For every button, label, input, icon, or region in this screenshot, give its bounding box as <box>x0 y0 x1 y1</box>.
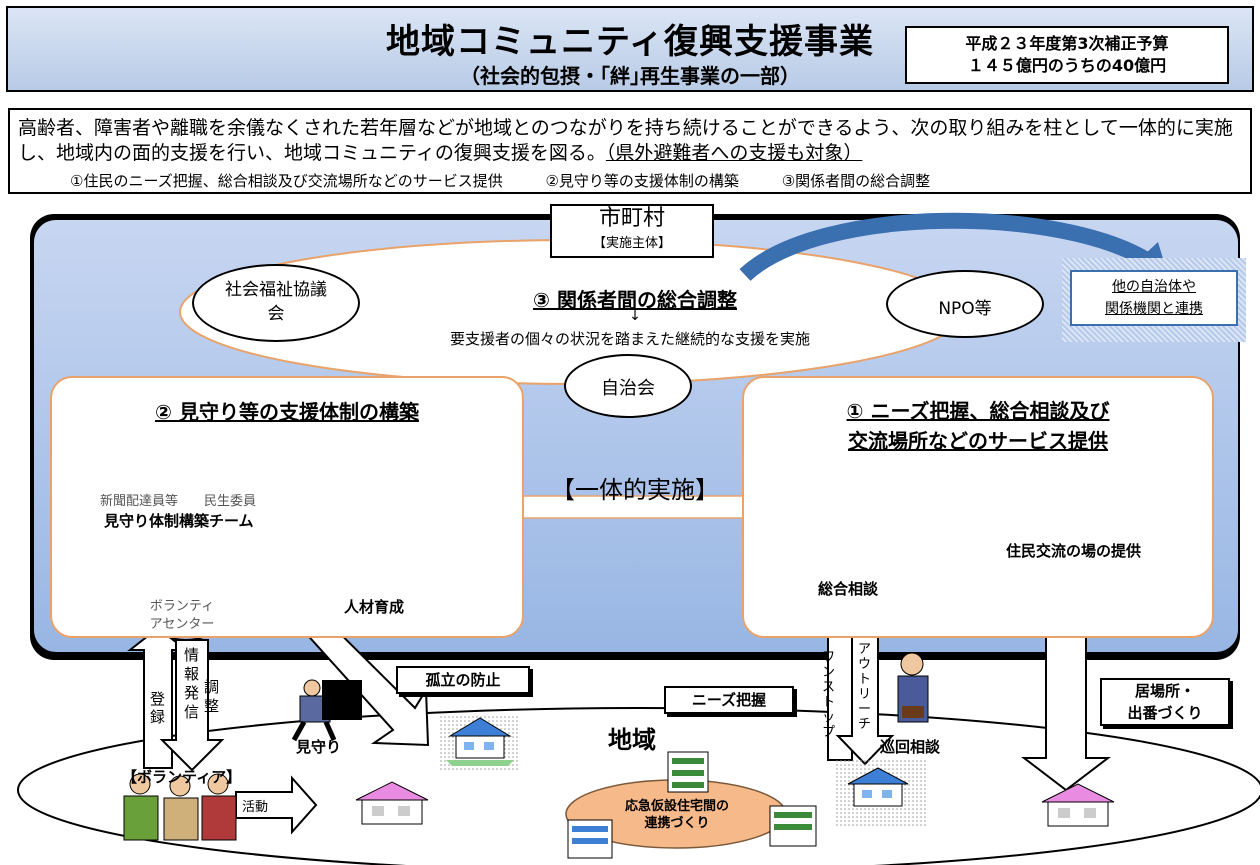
intro-box <box>8 108 1252 194</box>
right-box-title-2: 交流場所などのサービス提供 <box>848 429 1108 453</box>
intro-underlined: （県外避難者への支援も対象） <box>605 142 863 164</box>
page-subtitle: （社会的包摂・｢絆｣再生事業の一部） <box>460 64 800 88</box>
left-box-title: ② 見守り等の支援体制の構築 <box>155 400 419 424</box>
volunteers-illustration <box>123 773 237 841</box>
building-icon <box>667 751 709 793</box>
house-icon <box>1041 783 1115 827</box>
integrated-label: 【一体的実施】 <box>551 476 719 504</box>
place-line-2: 出番づくり <box>1127 704 1203 722</box>
welfare-commissioner-label: 民生委員 <box>204 494 257 509</box>
watcher-icon <box>291 679 362 742</box>
implementing-label: 【実施主体】 <box>592 236 671 251</box>
onestop-label: ワンストップ <box>822 650 836 740</box>
temp-housing-label: 応急仮設住宅間の 連携づくり <box>612 798 742 832</box>
pillar-1: ①住民のニーズ把握、総合相談及び交流場所などのサービス提供 <box>70 172 503 190</box>
municipality-box: 市町村 【実施主体】 <box>550 204 714 258</box>
place-tag: 居場所・ 出番づくり <box>1100 678 1230 726</box>
isolation-tag: 孤立の防止 <box>396 666 530 694</box>
coordination-desc: 要支援者の個々の状況を踏まえた継続的な支援を実施 <box>449 330 810 348</box>
partner-arrow <box>739 212 1155 282</box>
right-box-title-1: ① ニーズ把握、総合相談及び <box>846 399 1110 423</box>
budget-line-1: 平成２３年度第3次補正予算 <box>965 34 1169 53</box>
info-arrow <box>159 639 225 772</box>
exchange-label: 住民交流の場の提供 <box>1006 542 1142 560</box>
outreach-arrow <box>835 635 895 766</box>
page-title: 地域コミュニティ復興支援事業 <box>386 22 874 62</box>
right-box <box>742 376 1214 638</box>
budget-box: 平成２３年度第3次補正予算 １４５億円のうちの40億円 <box>905 26 1229 84</box>
building-icon <box>769 805 817 847</box>
training-label: 人材育成 <box>344 598 405 616</box>
temp-housing-line-1: 応急仮設住宅間の <box>624 799 729 814</box>
consultation-label: 総合相談 <box>818 580 879 598</box>
building-icon <box>567 819 613 859</box>
volunteer-label: 【ボランティア】 <box>122 768 242 786</box>
needs-tag: ニーズ把握 <box>664 686 794 714</box>
watch-label: 見守り <box>296 738 342 756</box>
activity-arrow <box>235 775 318 835</box>
place-line-1: 居場所・ <box>1134 682 1195 700</box>
volunteer-center-label: ボランティアセンター <box>149 599 215 632</box>
register-label: 登録 <box>150 690 166 726</box>
coordination-title: ③ 関係者間の総合調整 <box>533 288 737 312</box>
npo-ellipse: NPO等 <box>886 270 1044 338</box>
left-box <box>50 376 524 638</box>
adjust-label: 調整 <box>204 678 220 715</box>
social-welfare-ellipse: 社会福祉協議会 <box>192 264 360 342</box>
outreach-label: アウトリーチ <box>858 642 872 732</box>
intro-main: 高齢者、障害者や離職を余儀なくされた若年層などが地域とのつながりを持ち続けること… <box>18 117 1233 164</box>
newspaper-label: 新聞配達員等 <box>100 494 179 509</box>
house-icon <box>355 781 429 825</box>
pillar-2: ②見守り等の支援体制の構築 <box>545 172 739 190</box>
temp-housing-line-2: 連携づくり <box>644 816 710 831</box>
patrol-label: 巡回相談 <box>880 738 941 756</box>
coordination-arrow: ↓ <box>629 308 641 324</box>
intro-text: 高齢者、障害者や離職を余儀なくされた若年層などが地域とのつながりを持ち続けること… <box>18 116 1246 166</box>
partner-box: 他の自治体や 関係機関と連携 <box>1070 270 1238 326</box>
partner-line-2: 関係機関と連携 <box>1105 301 1203 317</box>
partner-line-1: 他の自治体や <box>1112 279 1196 295</box>
region-label: 地域 <box>608 726 656 754</box>
budget-line-2: １４５億円のうちの40億円 <box>967 56 1167 75</box>
pillar-list: ①住民のニーズ把握、総合相談及び交流場所などのサービス提供 ②見守り等の支援体制… <box>70 170 1250 191</box>
municipality-label: 市町村 <box>598 206 665 231</box>
neighborhood-ellipse: 自治会 <box>564 354 692 418</box>
house-icon <box>446 717 514 766</box>
pillar-3: ③関係者間の総合調整 <box>781 172 931 190</box>
activity-label: 活動 <box>242 800 269 815</box>
team-label: 見守り体制構築チーム <box>104 512 254 530</box>
house-icon <box>847 767 909 807</box>
patrol-consultant-icon <box>897 652 929 723</box>
right-box-title: ① ニーズ把握、総合相談及び 交流場所などのサービス提供 <box>742 396 1214 456</box>
place-arrow <box>1021 635 1111 792</box>
info-label: 情報発信 <box>184 646 200 721</box>
